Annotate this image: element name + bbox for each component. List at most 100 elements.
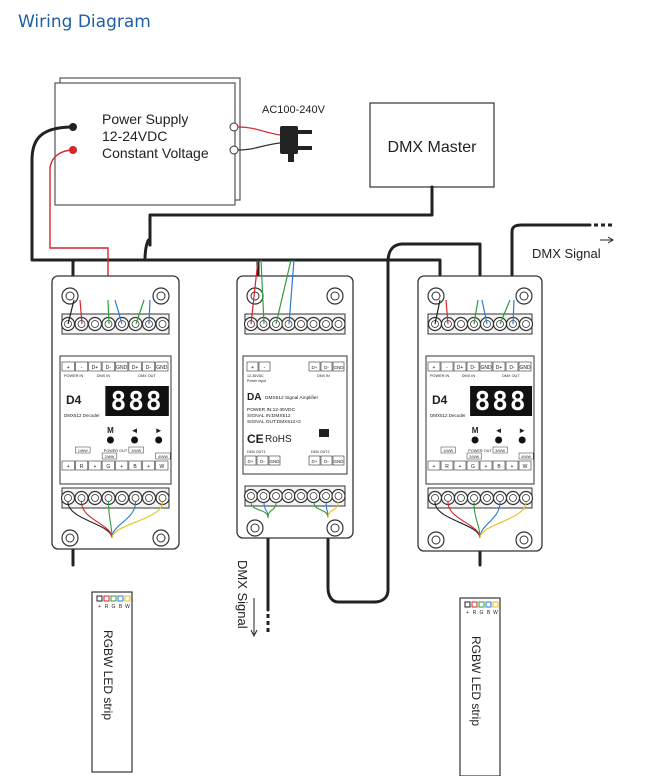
model-label: D4	[66, 393, 82, 407]
amp-terminal-label: +	[251, 365, 254, 371]
output-wires	[67, 501, 164, 539]
amp-terminal-label: GND	[334, 365, 345, 370]
channel-label: 2/WW	[105, 455, 115, 459]
channel-label-box	[466, 452, 482, 460]
terminal-label-box	[115, 361, 129, 372]
terminal-label-box	[75, 361, 89, 372]
output-label: +	[459, 464, 462, 470]
button-right-icon	[155, 436, 163, 444]
channel-label: 1/WW	[78, 449, 88, 453]
strip-pin-label: W	[125, 604, 130, 610]
output-label: +	[511, 464, 514, 470]
button-m-icon	[106, 436, 114, 444]
amp-terminal-box	[308, 361, 321, 372]
output-label: B	[133, 464, 137, 470]
terminal-screw	[318, 316, 334, 332]
psu-ac-terminal-2	[229, 145, 239, 155]
output-label: +	[120, 464, 123, 470]
output-label: +	[93, 464, 96, 470]
terminal-screw	[155, 316, 170, 332]
strip-pin	[485, 601, 492, 608]
output-label: +	[433, 464, 436, 470]
button-right-label: ►	[518, 426, 526, 435]
terminal-label-box	[492, 361, 506, 372]
output-label-box	[101, 460, 115, 471]
output-label-box	[88, 460, 102, 471]
output-label: +	[485, 464, 488, 470]
terminal-label: -	[446, 365, 448, 371]
terminal-label-box	[141, 361, 155, 372]
terminal-label: +	[433, 365, 436, 371]
terminal-label-box	[128, 361, 142, 372]
terminal-label-box	[479, 361, 493, 372]
amp-spec-3: SIGNAL OUT:DMX512×2	[247, 419, 301, 425]
power-in-label: POWER IN	[64, 374, 83, 378]
terminal-label: D-	[106, 365, 112, 371]
output-label: +	[147, 464, 150, 470]
output-label: G	[106, 464, 110, 470]
button-right-icon	[518, 436, 526, 444]
output-label-box	[492, 460, 506, 471]
terminal-label-box	[427, 361, 441, 372]
terminal-screw	[281, 488, 296, 504]
dmx-out-label: DMX OUT	[502, 374, 520, 378]
red-feed-wire	[49, 149, 109, 300]
terminal-screw	[256, 488, 271, 504]
amp-out1-box	[268, 455, 281, 466]
strip-pin-label: W	[493, 610, 498, 616]
terminal-label: GND	[116, 365, 128, 371]
strip-pin-label: +	[466, 610, 469, 616]
terminal-label: D-	[470, 365, 476, 371]
amp-spec-1: POWER IN:12-36VDC	[247, 407, 296, 413]
amp-out1-title: DMX OUT1	[247, 450, 266, 454]
strip-pin	[117, 595, 124, 602]
button-m-label: M	[107, 426, 114, 435]
strip-pin-label: R	[473, 610, 477, 616]
amp-terminal-box	[332, 361, 345, 372]
terminal-screw	[281, 316, 296, 332]
led-strip-right-label: RGBW LED strip	[469, 636, 483, 726]
button-left-label: ◄	[131, 426, 139, 435]
terminal-wires	[250, 259, 295, 325]
channel-label: 3/WW	[131, 449, 141, 453]
output-label-box	[440, 460, 454, 471]
amp-terminal-label: D+	[312, 365, 318, 370]
output-label: W	[159, 464, 164, 470]
output-label-box	[155, 460, 169, 471]
dmx-signal-bottom-label: DMX Signal	[235, 560, 250, 629]
amp-out1-label: D+	[248, 459, 254, 464]
output-label: G	[471, 464, 475, 470]
output-label-box	[518, 460, 532, 471]
channel-label: 4/WW	[158, 455, 168, 459]
output-label-box	[115, 460, 129, 471]
terminal-screw	[293, 488, 309, 504]
strip-pin	[478, 601, 485, 608]
amp-terminal-box	[320, 361, 333, 372]
channel-label-box	[492, 446, 508, 454]
channel-label-box	[101, 452, 118, 460]
output-label-box	[128, 460, 142, 471]
button-left-label: ◄	[495, 426, 503, 435]
psu-label-3: Constant Voltage	[102, 145, 209, 161]
output-label-box	[427, 460, 441, 471]
seven-seg-display	[470, 386, 533, 416]
strip-pin	[96, 595, 103, 602]
output-label-box	[75, 460, 89, 471]
terminal-screw	[114, 490, 130, 506]
dip-switch-icon	[319, 429, 329, 437]
channel-label: 2/WW	[469, 455, 479, 459]
terminal-label-box	[61, 361, 75, 372]
power-in-label: POWER IN	[430, 374, 449, 378]
channel-label: 4/WW	[521, 455, 531, 459]
button-left-icon	[131, 436, 139, 444]
amp-out1-label: D-	[260, 459, 265, 464]
terminal-screw	[306, 316, 321, 332]
amp-model-label: DA	[247, 392, 261, 403]
power-supply: Power Supply 12-24VDC Constant Voltage	[54, 77, 241, 206]
display-digits: 888	[111, 387, 164, 417]
terminal-screw	[518, 316, 534, 332]
